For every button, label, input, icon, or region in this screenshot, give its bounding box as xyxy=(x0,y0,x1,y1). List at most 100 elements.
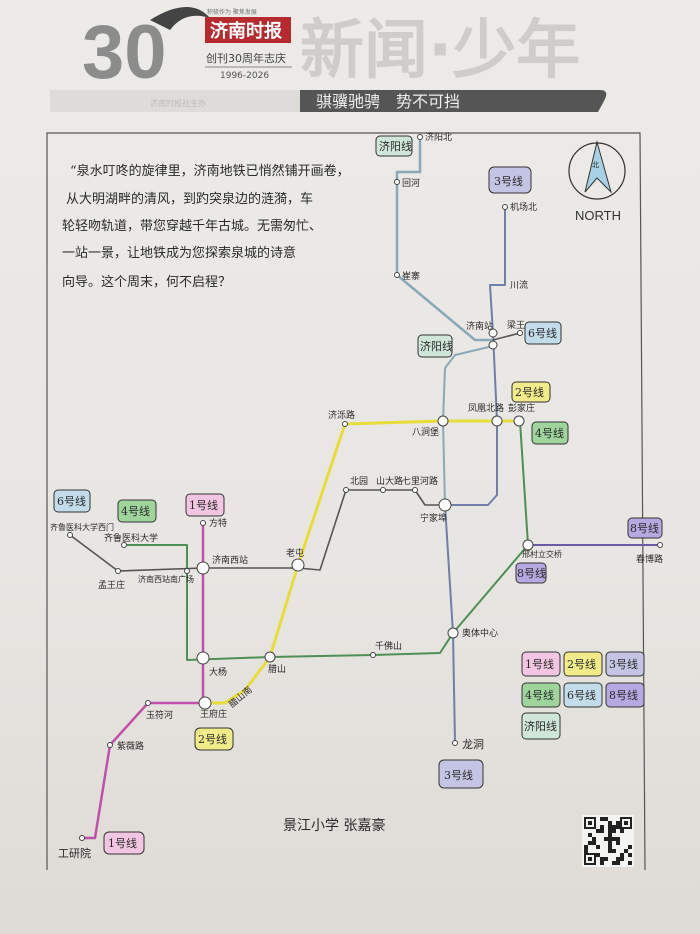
legend-label: 4号线 xyxy=(525,688,554,702)
transfer-station[interactable] xyxy=(196,561,210,575)
station-dot[interactable] xyxy=(502,204,508,210)
newspaper-logo-box xyxy=(205,17,291,43)
banner-left-text: 济南时报社主办 xyxy=(150,98,206,108)
badge-line-2 xyxy=(511,381,551,403)
station-label: 凤凰北路 xyxy=(468,402,504,414)
transfer-station[interactable] xyxy=(437,415,449,427)
badge-label: 1号线 xyxy=(108,836,137,850)
column-title: 新闻·少年 xyxy=(300,14,580,88)
line-legend: 1号线 2号线 3号线 4号线 6号线 8号线 济阳线 xyxy=(521,651,645,740)
legend-line-4 xyxy=(521,682,561,708)
line-4 xyxy=(124,420,529,661)
line-jiyang-south xyxy=(442,345,494,506)
phoenix-logo-icon xyxy=(150,6,210,30)
station-labels: 济阳北 回河 崔寨 机场北 川流 济南站 梁王 济泺路 八涧堡 凤凰北路 彭家庄… xyxy=(50,131,663,860)
station-dot[interactable] xyxy=(79,835,85,841)
transfer-station[interactable] xyxy=(488,340,498,350)
compass-glyph: 北 xyxy=(592,161,599,169)
station-label: 机场北 xyxy=(510,201,537,213)
badge-line-3 xyxy=(438,759,484,789)
north-compass: 北 NORTH xyxy=(568,140,626,223)
transfer-station[interactable] xyxy=(438,498,452,512)
transfer-station[interactable] xyxy=(264,651,276,663)
intro-line: 一站一景，让地铁成为您探索泉城的诗意 xyxy=(62,245,296,261)
station-label: 回河 xyxy=(402,177,420,189)
station-label: 方特 xyxy=(209,517,227,529)
station-dot[interactable] xyxy=(517,330,523,336)
legend-jiyang xyxy=(521,712,561,740)
anniversary-text: 创刊30周年志庆 xyxy=(206,51,286,65)
badge-line-3 xyxy=(488,166,532,194)
station-dot[interactable] xyxy=(394,179,400,185)
station-label: 济阳北 xyxy=(425,131,452,143)
station-dot[interactable] xyxy=(370,652,376,658)
station-label: 彭家庄 xyxy=(508,402,535,414)
station-dot[interactable] xyxy=(121,542,127,548)
station-label: 老屯 xyxy=(286,547,304,559)
station-label: 孟王庄 xyxy=(98,579,125,591)
station-dot[interactable] xyxy=(343,487,349,493)
legend-label: 1号线 xyxy=(525,657,554,671)
line-badges: 济阳线 3号线 6号线 济阳线 2号线 4号线 6号线 4号线 1号线 8号线 … xyxy=(53,135,663,855)
station-label: 腊山 xyxy=(268,664,286,675)
station-label: 王府庄 xyxy=(200,708,227,720)
legend-label: 2号线 xyxy=(567,657,596,671)
transfer-station[interactable] xyxy=(491,415,503,427)
newspaper-name: 济南时报 xyxy=(210,20,282,42)
station-label: 紫薇路 xyxy=(117,740,144,752)
banner-slogan: 骐骥驰骋 势不可挡 xyxy=(316,92,460,111)
badge-line-1 xyxy=(103,831,145,855)
line-jiyang xyxy=(395,137,493,342)
legend-line-2 xyxy=(563,651,603,677)
badge-label: 6号线 xyxy=(57,494,86,508)
newspaper-header: 30 积极作为 聚焦发展 济南时报 创刊30周年志庆 1996-2026 新闻·… xyxy=(50,6,607,112)
station-dot[interactable] xyxy=(67,532,73,538)
station-label: 千佛山 xyxy=(375,640,402,652)
transfer-station[interactable] xyxy=(447,627,459,639)
north-arrow-icon xyxy=(584,140,612,194)
transfer-station[interactable] xyxy=(196,651,210,665)
station-dot[interactable] xyxy=(184,568,190,574)
badge-label: 6号线 xyxy=(528,326,557,340)
station-dot[interactable] xyxy=(452,740,458,746)
station-dot[interactable] xyxy=(380,487,386,493)
transfer-station[interactable] xyxy=(488,328,498,338)
line-2 xyxy=(205,419,519,705)
station-dot[interactable] xyxy=(412,487,418,493)
station-dot[interactable] xyxy=(107,742,113,748)
station-dot[interactable] xyxy=(115,568,121,574)
legend-line-6 xyxy=(563,682,603,708)
station-dot[interactable] xyxy=(200,520,206,526)
transfer-station[interactable] xyxy=(291,558,305,572)
qr-code[interactable] xyxy=(582,815,634,867)
badge-line-4 xyxy=(117,499,157,523)
station-label: 济泺路 xyxy=(328,409,355,421)
transfer-station[interactable] xyxy=(522,539,534,551)
badge-line-8 xyxy=(515,562,547,584)
badge-label: 1号线 xyxy=(189,498,218,512)
badge-label: 济阳线 xyxy=(420,339,453,353)
station-label: 济南西站南广场 xyxy=(138,574,194,584)
station-dot[interactable] xyxy=(417,134,423,140)
line-1 xyxy=(82,523,205,840)
transfer-station[interactable] xyxy=(198,696,212,710)
legend-line-3 xyxy=(605,651,645,677)
station-dot[interactable] xyxy=(657,542,663,548)
badge-label: 济阳线 xyxy=(379,139,412,153)
line-6-east xyxy=(492,332,521,341)
station-dot[interactable] xyxy=(342,421,348,427)
station-dot[interactable] xyxy=(145,700,151,706)
station-label: 大杨 xyxy=(209,666,227,678)
badge-label: 4号线 xyxy=(121,504,150,518)
intro-paragraph: “泉水叮咚的旋律里，济南地铁已悄然铺开画卷， 从大明湖畔的清风，到趵突泉边的涟漪… xyxy=(62,163,350,290)
legend-label: 3号线 xyxy=(609,657,638,671)
transfer-station[interactable] xyxy=(513,415,525,427)
legend-label: 6号线 xyxy=(567,688,596,702)
station-dot[interactable] xyxy=(394,272,400,278)
station-label: 八涧堡 xyxy=(412,426,439,438)
anniversary-years: 1996-2026 xyxy=(220,71,269,81)
legend-label: 8号线 xyxy=(609,688,638,702)
badge-line-6 xyxy=(53,489,91,513)
